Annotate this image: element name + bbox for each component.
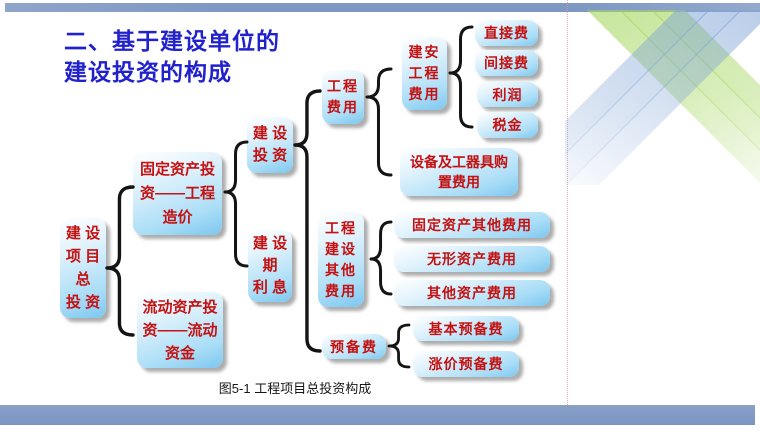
- slide-title-line1: 二、基于建设单位的: [64, 28, 280, 54]
- node-construction-period-interest: 建 设 期 利 息: [248, 230, 292, 302]
- bottom-accent-bar: [0, 405, 755, 425]
- node-indirect-cost: 间接费: [475, 50, 538, 76]
- brace-installation-cost-split: [448, 25, 474, 129]
- top-accent-bar: [5, 3, 760, 12]
- vertical-guide-line: [567, 0, 568, 405]
- node-price-escalation-reserve: 涨价预备费: [413, 351, 519, 377]
- node-fixed-asset-investment: 固定资产投 资——工程 造价: [133, 152, 222, 235]
- brace-total-investment-split: [105, 185, 135, 337]
- node-construction-investment: 建 设 投 资: [247, 117, 293, 173]
- node-basic-reserve: 基本预备费: [413, 316, 519, 341]
- slide-title: 二、基于建设单位的 建设投资的构成: [64, 26, 280, 88]
- corner-decoration: [565, 10, 760, 185]
- node-other-asset-cost: 其他资产费用: [394, 280, 550, 306]
- node-tax: 税金: [477, 112, 538, 138]
- node-profit: 利润: [477, 82, 538, 107]
- node-total-investment: 建 设 项 目 总 投 资: [60, 218, 106, 318]
- brace-fixed-asset-split: [223, 140, 249, 268]
- brace-engineering-cost-split: [365, 67, 393, 177]
- node-direct-cost: 直接费: [475, 20, 538, 46]
- node-other-construction-cost: 工程 建设 其他 费用: [318, 212, 364, 307]
- brace-other-cost-split: [369, 220, 393, 296]
- brace-construction-investment-split: [293, 89, 322, 353]
- node-fixed-asset-other-cost: 固定资产其他费用: [394, 212, 550, 238]
- node-reserve-fee: 预备费: [322, 334, 386, 359]
- node-intangible-asset-cost: 无形资产费用: [394, 246, 550, 272]
- node-working-capital: 流动资产投 资——流动 资金: [137, 292, 223, 368]
- slide-title-line2: 建设投资的构成: [64, 59, 232, 85]
- node-engineering-cost: 工程 费用: [322, 70, 364, 124]
- node-equipment-tools-cost: 设备及工器具购 置费用: [400, 148, 518, 196]
- figure-caption: 图5-1 工程项目总投资构成: [218, 381, 372, 396]
- brace-reserve-fee-split: [387, 323, 411, 369]
- node-construction-installation-cost: 建安 工程 费用: [402, 37, 447, 110]
